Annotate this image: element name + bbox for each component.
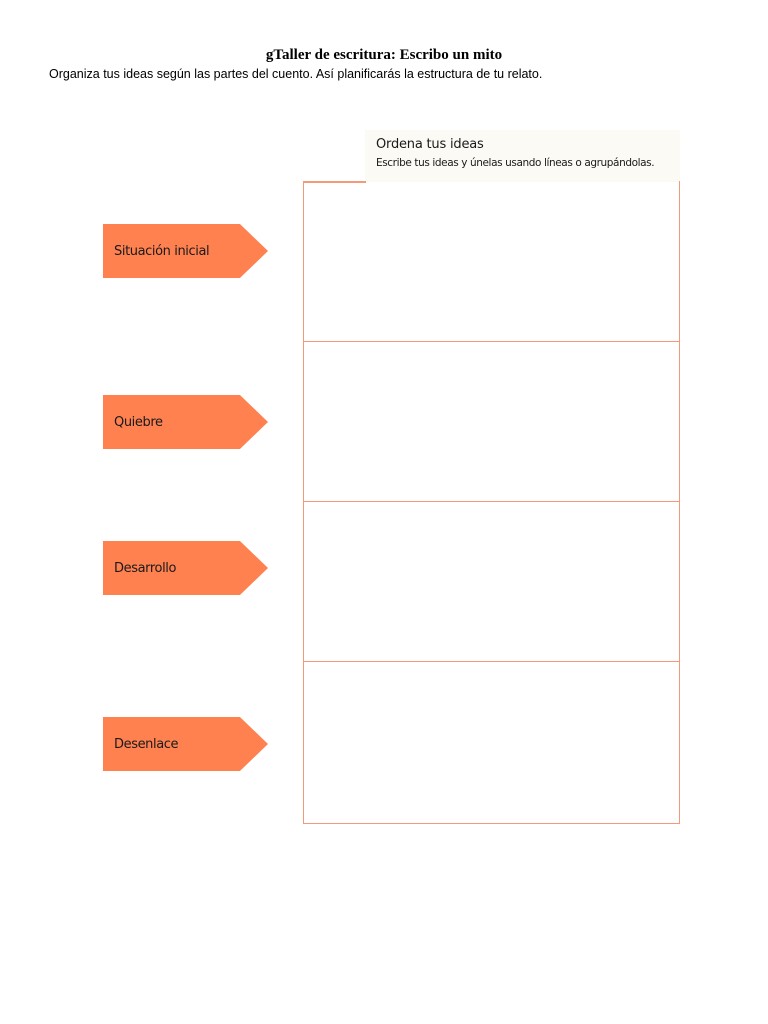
instructions-box: Ordena tus ideas Escribe tus ideas y úne… [365, 130, 680, 182]
section-tag-desarrollo: Desarrollo [103, 541, 268, 595]
ideas-cell-quiebre[interactable] [304, 341, 679, 501]
instructions-body: Escribe tus ideas y únelas usando líneas… [376, 157, 655, 169]
grid-top-line [304, 181, 366, 183]
document-subtitle: Organiza tus ideas según las partes del … [49, 67, 543, 81]
ideas-cell-desenlace[interactable] [304, 661, 679, 821]
section-tag-label: Quiebre [114, 414, 163, 430]
section-tag-label: Desarrollo [114, 560, 177, 576]
section-tag-label: Situación inicial [114, 243, 210, 259]
ideas-grid [303, 181, 680, 824]
section-tag-situacion-inicial: Situación inicial [103, 224, 268, 278]
instructions-heading: Ordena tus ideas [376, 137, 484, 152]
ideas-cell-situacion-inicial[interactable] [304, 181, 679, 341]
section-tag-label: Desenlace [114, 736, 179, 752]
section-tag-desenlace: Desenlace [103, 717, 268, 771]
section-tag-quiebre: Quiebre [103, 395, 268, 449]
ideas-cell-desarrollo[interactable] [304, 501, 679, 661]
document-title: gTaller de escritura: Escribo un mito [265, 47, 503, 63]
